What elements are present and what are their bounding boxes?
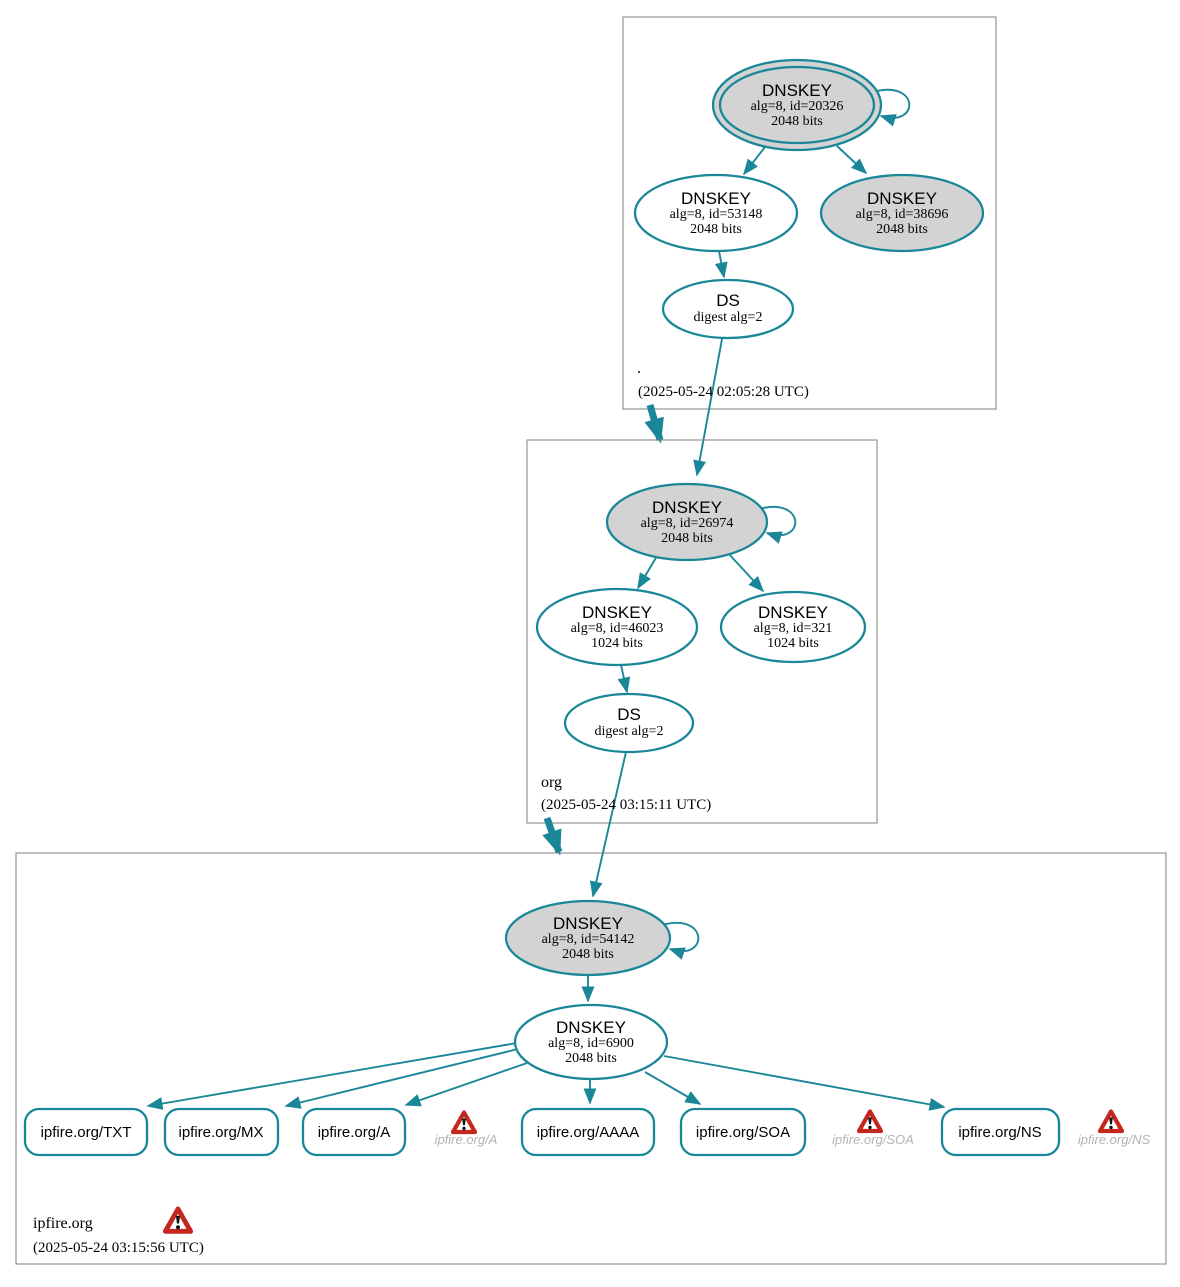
rrset-soa-label: ipfire.org/SOA xyxy=(696,1124,790,1141)
zone-org: DNSKEY alg=8, id=26974 2048 bits DNSKEY … xyxy=(526,439,878,898)
node-org-zsk1-detail: alg=8, id=46023 xyxy=(571,621,664,636)
zone-root-label: . xyxy=(637,360,641,377)
denied-rrset-a-label: ipfire.org/A xyxy=(435,1132,498,1147)
node-org-ksk-detail: alg=8, id=26974 xyxy=(641,516,734,531)
node-ipfire-ksk-type: DNSKEY xyxy=(553,914,623,933)
node-ipfire-zsk-detail: alg=8, id=6900 xyxy=(548,1036,634,1051)
warning-icon xyxy=(1097,1109,1125,1134)
rrset-aaaa-label: ipfire.org/AAAA xyxy=(537,1124,640,1141)
delegation-arrow-root-to-org xyxy=(644,404,664,444)
node-root-ksk2-type: DNSKEY xyxy=(867,189,937,208)
edge-zsk-to-rrset-ns xyxy=(663,1055,946,1111)
edge-root-ksk-to-ksk2 xyxy=(836,145,868,175)
node-org-zsk1-type: DNSKEY xyxy=(582,603,652,622)
node-org-zsk1-46023[interactable]: DNSKEY alg=8, id=46023 1024 bits xyxy=(535,587,699,667)
rrset-soa[interactable]: ipfire.org/SOA xyxy=(679,1107,807,1157)
zone-ipfire-timestamp: (2025-05-24 03:15:56 UTC) xyxy=(33,1240,204,1256)
node-org-zsk2-321[interactable]: DNSKEY alg=8, id=321 1024 bits xyxy=(719,590,867,664)
rrset-txt[interactable]: ipfire.org/TXT xyxy=(23,1107,149,1157)
edge-zsk-to-rrset-a xyxy=(404,1062,528,1107)
node-org-ds-type: DS xyxy=(617,705,641,724)
denied-rrset-a: ipfire.org/A xyxy=(435,1110,498,1147)
node-root-ksk2-38696[interactable]: DNSKEY alg=8, id=38696 2048 bits xyxy=(819,173,985,253)
node-org-zsk1-bits: 1024 bits xyxy=(591,636,643,651)
rrset-aaaa[interactable]: ipfire.org/AAAA xyxy=(520,1107,656,1157)
edge-org-ksk-to-zsk2 xyxy=(727,552,765,593)
zone-org-label: org xyxy=(541,774,562,791)
zone-root-timestamp: (2025-05-24 02:05:28 UTC) xyxy=(638,384,809,400)
node-root-zsk-bits: 2048 bits xyxy=(690,222,742,237)
node-root-ksk2-bits: 2048 bits xyxy=(876,222,928,237)
rrset-ns-label: ipfire.org/NS xyxy=(958,1124,1041,1141)
node-root-ksk-type: DNSKEY xyxy=(762,81,832,100)
edge-ipfire-ksk-selfloop xyxy=(661,922,700,960)
rrset-txt-label: ipfire.org/TXT xyxy=(41,1124,132,1141)
node-root-ds-detail: digest alg=2 xyxy=(694,310,763,325)
node-org-zsk2-detail: alg=8, id=321 xyxy=(754,621,833,636)
denied-rrset-soa: ipfire.org/SOA xyxy=(832,1109,914,1147)
node-root-ksk2-detail: alg=8, id=38696 xyxy=(856,207,949,222)
rrset-mx-label: ipfire.org/MX xyxy=(178,1124,263,1141)
warning-icon xyxy=(856,1109,884,1134)
zone-ipfire-label: ipfire.org xyxy=(33,1215,93,1232)
node-org-ds-detail: digest alg=2 xyxy=(595,724,664,739)
node-ipfire-ksk-bits: 2048 bits xyxy=(562,947,614,962)
node-org-zsk2-type: DNSKEY xyxy=(758,603,828,622)
node-root-zsk-detail: alg=8, id=53148 xyxy=(670,207,763,222)
edge-root-ksk-to-zsk xyxy=(743,146,766,176)
rrset-a[interactable]: ipfire.org/A xyxy=(301,1107,407,1157)
node-ipfire-zsk-bits: 2048 bits xyxy=(565,1051,617,1066)
node-root-ksk-detail: alg=8, id=20326 xyxy=(751,99,844,114)
edge-org-zsk1-to-ds xyxy=(617,664,631,694)
node-root-ds[interactable]: DS digest alg=2 xyxy=(661,278,795,340)
edge-zsk-to-rrset-mx xyxy=(284,1048,519,1109)
warning-icon xyxy=(450,1110,478,1135)
delegation-arrow-org-to-ipfire xyxy=(542,816,563,856)
zone-org-timestamp: (2025-05-24 03:15:11 UTC) xyxy=(541,797,711,813)
node-root-ds-type: DS xyxy=(716,291,740,310)
edge-root-ds-to-org-ksk xyxy=(693,338,723,477)
node-org-zsk2-bits: 1024 bits xyxy=(767,636,819,651)
edge-org-ds-to-ipfire-ksk xyxy=(589,751,627,898)
edge-org-ksk-selfloop xyxy=(758,506,797,544)
node-org-ksk-type: DNSKEY xyxy=(652,498,722,517)
zone-ipfire: DNSKEY alg=8, id=54142 2048 bits DNSKEY … xyxy=(15,852,1167,1265)
edge-root-zsk-to-ds xyxy=(714,250,728,279)
node-org-ds[interactable]: DS digest alg=2 xyxy=(563,692,695,754)
node-org-ksk-bits: 2048 bits xyxy=(661,531,713,546)
node-ipfire-ksk-54142[interactable]: DNSKEY alg=8, id=54142 2048 bits xyxy=(504,899,672,977)
edge-zsk-to-rrset-soa xyxy=(644,1071,702,1105)
edge-zsk-to-rrset-txt xyxy=(146,1042,518,1110)
edge-root-ksk-selfloop xyxy=(872,89,911,127)
rrset-ns[interactable]: ipfire.org/NS xyxy=(940,1107,1061,1157)
node-ipfire-zsk-type: DNSKEY xyxy=(556,1018,626,1037)
node-root-zsk-53148[interactable]: DNSKEY alg=8, id=53148 2048 bits xyxy=(633,173,799,253)
denied-rrset-ns-label: ipfire.org/NS xyxy=(1078,1132,1151,1147)
node-root-zsk-type: DNSKEY xyxy=(681,189,751,208)
node-root-ksk-bits: 2048 bits xyxy=(771,114,823,129)
zone-box-org xyxy=(526,439,878,824)
denied-rrset-soa-label: ipfire.org/SOA xyxy=(832,1132,914,1147)
zone-box-root xyxy=(622,16,997,410)
zone-warning-icon xyxy=(162,1206,194,1234)
node-ipfire-zsk-6900[interactable]: DNSKEY alg=8, id=6900 2048 bits xyxy=(513,1003,669,1081)
zone-root: DNSKEY alg=8, id=20326 2048 bits DNSKEY … xyxy=(622,16,997,477)
denied-rrset-ns: ipfire.org/NS xyxy=(1078,1109,1151,1147)
rrset-a-label: ipfire.org/A xyxy=(318,1124,391,1141)
rrset-mx[interactable]: ipfire.org/MX xyxy=(163,1107,280,1157)
edge-org-ksk-to-zsk1 xyxy=(637,555,658,590)
zone-box-ipfire xyxy=(15,852,1167,1265)
node-org-ksk-26974[interactable]: DNSKEY alg=8, id=26974 2048 bits xyxy=(605,482,769,562)
node-root-ksk-20326[interactable]: DNSKEY alg=8, id=20326 2048 bits xyxy=(711,58,883,152)
node-ipfire-ksk-detail: alg=8, id=54142 xyxy=(542,932,635,947)
